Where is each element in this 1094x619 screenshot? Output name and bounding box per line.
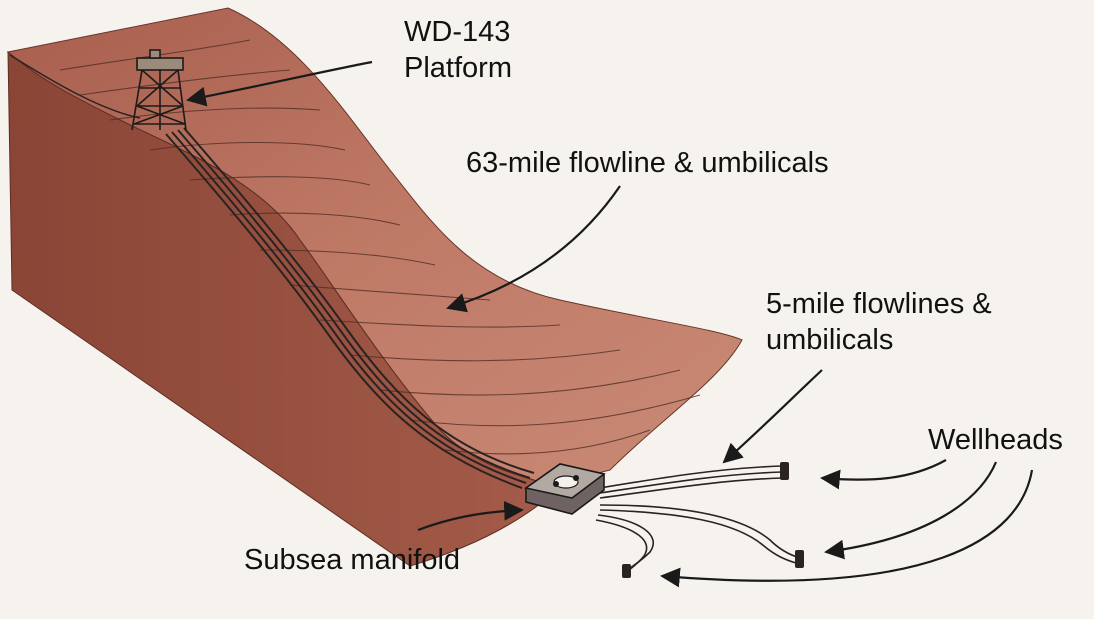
platform-icon <box>131 49 187 131</box>
flowline-arrow <box>446 185 621 313</box>
wellhead-arrow-1 <box>820 459 947 490</box>
subsea-manifold-icon <box>524 463 606 515</box>
manifold-label: Subsea manifold <box>244 544 461 576</box>
short-flowlines-label-line1: 5-mile flowlines & <box>766 288 992 320</box>
wellheads-label: Wellheads <box>928 424 1063 456</box>
platform-label: WD-143 Platform <box>404 14 512 86</box>
wellhead-3 <box>622 564 631 578</box>
seabed-side-face <box>7 50 546 567</box>
platform-label-line2: Platform <box>404 52 512 84</box>
platform-riser-cable <box>9 54 141 119</box>
wellhead-arrow-3 <box>660 469 1034 588</box>
field-flowlines <box>595 465 801 575</box>
short-flowlines-label-line2: umbilicals <box>766 324 894 356</box>
wellhead-arrow-2 <box>824 461 998 560</box>
wellhead-1 <box>780 462 789 480</box>
platform-arrow <box>186 60 373 107</box>
flowline-label: 63-mile flowline & umbilicals <box>466 147 829 179</box>
manifold-arrow <box>417 500 524 532</box>
short-flowlines-label: 5-mile flowlines & umbilicals <box>766 286 992 358</box>
annotation-arrows <box>186 60 1034 588</box>
main-flowline-bundle <box>165 127 535 489</box>
wellhead-2 <box>795 550 804 568</box>
platform-label-line1: WD-143 <box>404 16 511 48</box>
wellhead-icons <box>622 462 804 578</box>
short-flowline-arrow <box>722 369 823 464</box>
